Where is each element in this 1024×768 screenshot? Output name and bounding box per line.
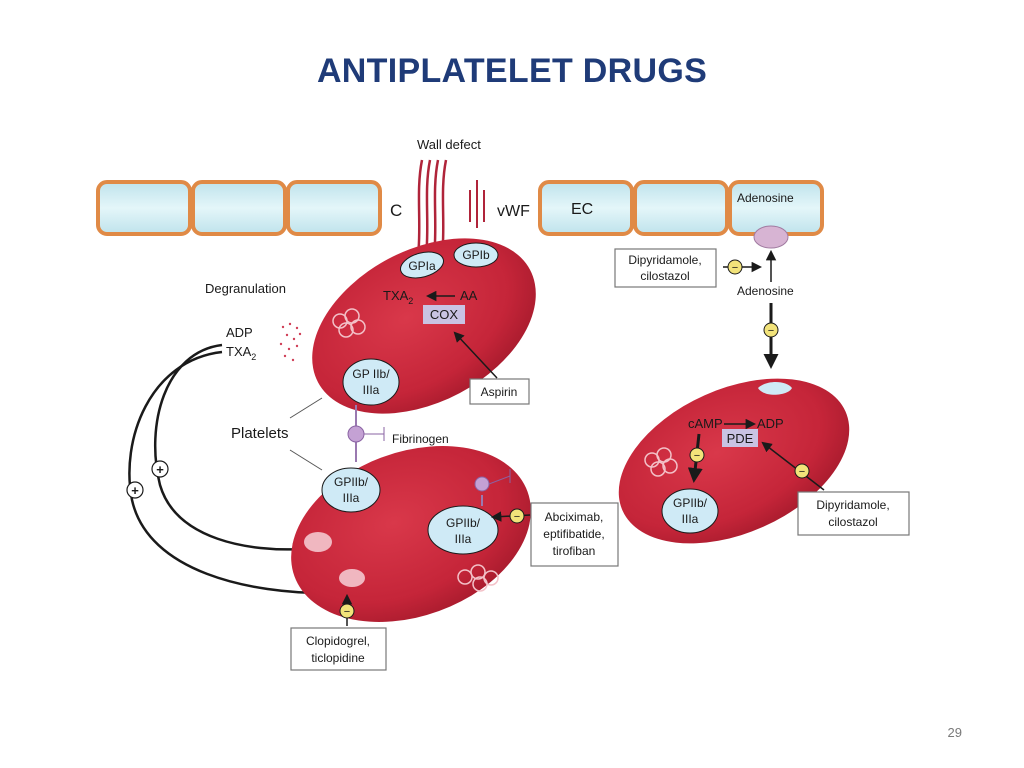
- svg-text:cilostazol: cilostazol: [640, 269, 689, 283]
- svg-text:−: −: [768, 325, 774, 337]
- svg-text:IIIa: IIIa: [455, 532, 472, 546]
- page-number: 29: [947, 725, 962, 740]
- dipyridamole-right-box: Dipyridamole, cilostazol: [797, 491, 910, 536]
- vwf-strands: [469, 180, 485, 228]
- clopidogrel-box: Clopidogrel, ticlopidine: [290, 627, 387, 671]
- svg-text:Aspirin: Aspirin: [481, 385, 518, 399]
- plus-marker-inner: +: [151, 460, 169, 478]
- gp2b3a-rp-receptor: GPIIb/ IIIa: [661, 488, 719, 534]
- clopidogrel-inhibit-marker: −: [339, 603, 355, 619]
- vwf-label: vWF: [497, 203, 530, 220]
- granule-dots: [279, 322, 302, 362]
- fibrinogen-label: Fibrinogen: [392, 432, 449, 446]
- adenosine-transporter: [753, 225, 789, 249]
- svg-text:−: −: [732, 262, 738, 274]
- svg-text:Abciximab,: Abciximab,: [545, 510, 604, 524]
- adenosine-top-label: Adenosine: [737, 191, 794, 205]
- ec-label: EC: [571, 201, 593, 218]
- svg-text:IIIa: IIIa: [682, 512, 699, 526]
- platelet-aggregating: [291, 446, 531, 622]
- svg-text:Dipyridamole,: Dipyridamole,: [628, 253, 701, 267]
- svg-text:Clopidogrel,: Clopidogrel,: [306, 634, 370, 648]
- gpia-receptor: GPIa: [400, 251, 444, 279]
- svg-text:+: +: [156, 462, 164, 477]
- svg-text:−: −: [344, 606, 350, 618]
- svg-text:−: −: [694, 450, 700, 462]
- adp-right-label: ADP: [757, 416, 784, 431]
- txa2-top-label: TXA2: [383, 288, 413, 306]
- svg-text:cilostazol: cilostazol: [828, 515, 877, 529]
- dipyridamole-right-inhibit-marker: −: [794, 463, 810, 479]
- aspirin-arrow: [453, 331, 498, 379]
- svg-text:GPIIb/: GPIIb/: [446, 516, 481, 530]
- platelet-adhering: [312, 238, 536, 414]
- aspirin-box: Aspirin: [469, 378, 530, 405]
- endothelial-cell-row: [96, 180, 824, 236]
- svg-text:COX: COX: [430, 307, 459, 322]
- adp-left-label: ADP: [226, 325, 253, 340]
- fibrinogen-blocked: [474, 469, 511, 506]
- dipyridamole-right-arrow: [761, 441, 825, 491]
- wall-defect-label: Wall defect: [417, 137, 481, 152]
- svg-text:IIIa: IIIa: [363, 383, 380, 397]
- svg-text:eptifibatide,: eptifibatide,: [543, 527, 604, 541]
- collagen-label: C: [390, 201, 402, 220]
- endothelial-cell: [191, 180, 287, 236]
- platelets-pointer-top: [289, 397, 323, 419]
- feedback-arrow-inner: [153, 343, 306, 556]
- svg-text:GPIIb/: GPIIb/: [334, 475, 369, 489]
- dipyridamole-top-inhibit-marker: −: [727, 259, 743, 275]
- degranulation-label: Degranulation: [205, 281, 286, 296]
- svg-text:tirofiban: tirofiban: [553, 544, 596, 558]
- endothelial-cell: [538, 180, 634, 236]
- plus-marker-outer: +: [126, 481, 144, 499]
- svg-text:GPIa: GPIa: [408, 259, 436, 273]
- adenosine-mid-label: Adenosine: [737, 284, 794, 298]
- aa-label: AA: [460, 288, 478, 303]
- camp-label: cAMP: [688, 416, 723, 431]
- endothelial-cell: [286, 180, 382, 236]
- svg-text:GPIb: GPIb: [462, 248, 490, 262]
- svg-text:PDE: PDE: [727, 431, 754, 446]
- endothelial-cell: [633, 180, 729, 236]
- fibrinogen-bridge: [347, 405, 385, 462]
- abciximab-box: Abciximab, eptifibatide, tirofiban: [530, 502, 619, 567]
- camp-inhibit-marker: −: [689, 447, 705, 463]
- gp2b3a-top-receptor: GP IIb/ IIIa: [342, 358, 400, 406]
- svg-text:GPIIb/: GPIIb/: [673, 496, 708, 510]
- platelet-camp: [618, 378, 850, 544]
- pde-box: PDE: [722, 429, 758, 447]
- slide-title: ANTIPLATELET DRUGS: [316, 52, 708, 90]
- gpib-receptor: GPIb: [453, 242, 499, 268]
- cox-box: COX: [423, 305, 465, 324]
- svg-text:GP IIb/: GP IIb/: [352, 367, 390, 381]
- dipyridamole-top-box: Dipyridamole, cilostazol: [614, 248, 717, 288]
- feedback-arrow-outer: [128, 350, 333, 600]
- svg-text:IIIa: IIIa: [343, 491, 360, 505]
- svg-text:ticlopidine: ticlopidine: [311, 651, 365, 665]
- svg-text:−: −: [514, 511, 520, 523]
- abciximab-inhibit-marker: −: [509, 508, 525, 524]
- endothelial-cell: [96, 180, 192, 236]
- adenosine-inhibit-marker: −: [763, 322, 779, 338]
- svg-text:+: +: [131, 483, 139, 498]
- platelets-label: Platelets: [231, 425, 289, 442]
- svg-text:−: −: [799, 466, 805, 478]
- gp2b3a-right-receptor: GPIIb/ IIIa: [427, 505, 499, 555]
- txa2-left-label: TXA2: [226, 344, 256, 362]
- gp2b3a-left-receptor: GPIIb/ IIIa: [321, 467, 381, 513]
- platelets-pointer-bottom: [289, 449, 323, 471]
- svg-text:Dipyridamole,: Dipyridamole,: [816, 498, 889, 512]
